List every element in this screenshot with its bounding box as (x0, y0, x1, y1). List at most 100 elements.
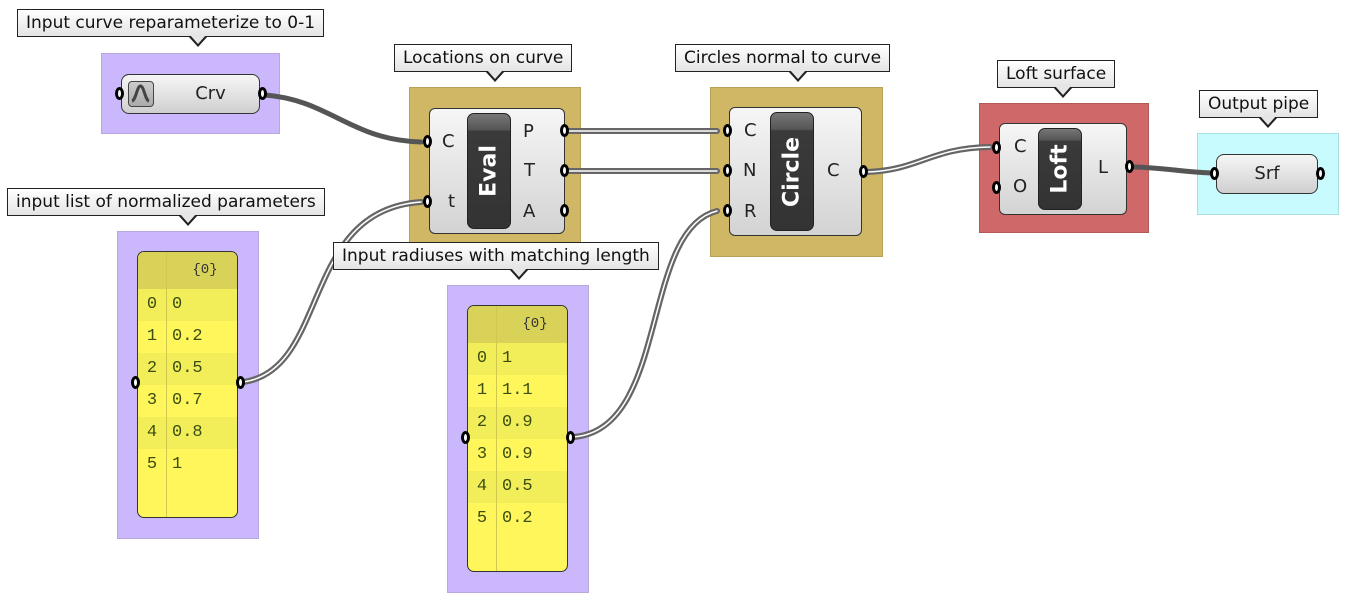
row-value: 0.7 (172, 391, 203, 410)
component-name: Eval (476, 145, 502, 197)
wire-params-to-eval-t[interactable] (240, 199, 424, 385)
output-label-p: P (523, 121, 534, 142)
group-label-eval: Locations on curve (394, 44, 573, 82)
panel-header: {0} (468, 306, 567, 343)
row-value: 0 (172, 295, 183, 314)
group-label-circle: Circles normal to curve (675, 44, 891, 82)
row-value: 1.1 (502, 381, 533, 400)
input-port[interactable] (115, 87, 124, 100)
input-port[interactable] (1210, 167, 1219, 180)
row-value: 0.9 (502, 445, 533, 464)
group-label-radii: Input radiuses with matching length (333, 242, 659, 280)
curve-icon (128, 81, 154, 107)
group-label-text: Circles normal to curve (684, 48, 882, 68)
output-label-a: A (523, 201, 536, 222)
row-index: 1 (476, 381, 488, 400)
row-index: 2 (146, 359, 158, 378)
row-index: 3 (146, 391, 158, 410)
output-port-c[interactable] (859, 165, 868, 178)
row-value: 0.2 (172, 327, 203, 346)
group-label-curve-input: Input curve reparameterize to 0-1 (17, 9, 325, 47)
evaluate-curve-component[interactable]: C t Eval P T A (429, 108, 565, 234)
input-port-c[interactable] (723, 124, 732, 137)
input-label-t: t (448, 191, 456, 212)
surface-param[interactable]: Srf (1216, 154, 1318, 194)
row-value: 0.8 (172, 423, 203, 442)
param-name: Srf (1254, 163, 1280, 184)
input-label-r: R (744, 201, 757, 222)
input-port-o[interactable] (992, 181, 1001, 194)
output-port[interactable] (1316, 167, 1325, 180)
output-label-l: L (1098, 157, 1109, 178)
group-label-output: Output pipe (1199, 90, 1319, 128)
group-label-loft: Loft surface (997, 60, 1116, 98)
output-label-t: T (524, 160, 535, 181)
row-index: 0 (146, 295, 158, 314)
output-label-c: C (827, 160, 840, 181)
component-name: Loft (1047, 144, 1073, 194)
curve-param[interactable]: Crv (121, 74, 260, 114)
output-port-p[interactable] (560, 124, 569, 137)
group-label-text: input list of normalized parameters (16, 192, 316, 212)
input-port-c[interactable] (992, 141, 1001, 154)
row-index: 4 (476, 477, 488, 496)
group-label-text: Loft surface (1006, 64, 1107, 84)
input-port-n[interactable] (723, 164, 732, 177)
group-label-text: Input curve reparameterize to 0-1 (26, 13, 316, 33)
group-label-parameters: input list of normalized parameters (7, 188, 325, 226)
wire-crv-to-eval-c[interactable] (262, 92, 424, 145)
component-name-badge: Circle (770, 112, 814, 231)
loft-component[interactable]: C O Loft L (999, 123, 1127, 215)
row-index: 5 (476, 509, 488, 528)
panel-header: {0} (138, 252, 237, 289)
panel-divider (166, 252, 167, 517)
row-value: 0.2 (502, 509, 533, 528)
input-port-t[interactable] (423, 195, 432, 208)
input-label-n: N (743, 160, 757, 181)
input-port[interactable] (131, 376, 140, 389)
input-port-c[interactable] (423, 135, 432, 148)
wire-circle-to-loft-c[interactable] (864, 144, 993, 175)
group-label-text: Locations on curve (403, 48, 564, 68)
input-port-r[interactable] (723, 204, 732, 217)
input-label-c: C (442, 131, 455, 152)
input-label-o: O (1013, 176, 1028, 197)
input-label-c: C (1014, 136, 1027, 157)
row-index: 5 (146, 455, 158, 474)
output-port[interactable] (258, 87, 267, 100)
input-label-c: C (744, 120, 757, 141)
circle-component[interactable]: C N R Circle C (729, 107, 862, 236)
row-index: 4 (146, 423, 158, 442)
input-port[interactable] (461, 431, 470, 444)
row-value: 0.5 (172, 359, 203, 378)
row-index: 0 (476, 349, 488, 368)
row-value: 1 (172, 455, 183, 474)
group-label-text: Output pipe (1208, 94, 1310, 114)
row-index: 3 (476, 445, 488, 464)
component-name-badge: Eval (467, 113, 511, 229)
row-value: 0.9 (502, 413, 533, 432)
output-port-t[interactable] (560, 164, 569, 177)
component-name-badge: Loft (1038, 128, 1082, 210)
output-port[interactable] (236, 376, 245, 389)
row-index: 2 (476, 413, 488, 432)
output-port-a[interactable] (560, 204, 569, 217)
output-port-l[interactable] (1125, 160, 1134, 173)
group-label-text: Input radiuses with matching length (342, 246, 650, 266)
row-index: 1 (146, 327, 158, 346)
output-port[interactable] (566, 431, 575, 444)
